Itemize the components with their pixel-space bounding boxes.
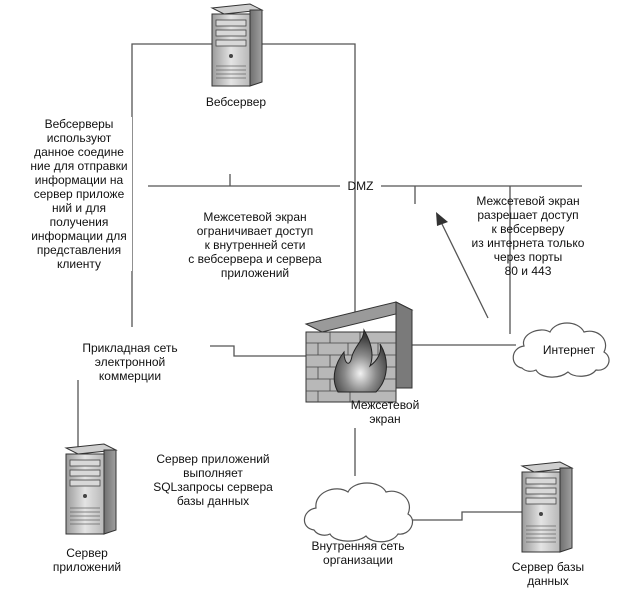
firewall-icon <box>304 301 414 403</box>
db-server-icon <box>520 461 574 553</box>
internet-arrow-line <box>440 221 489 319</box>
internal-to-db <box>408 511 522 521</box>
internet-label: Интернет <box>542 343 596 357</box>
webserver-icon <box>210 3 264 87</box>
web-right-link <box>262 43 356 318</box>
db-server-label: Сервер базы данных <box>511 560 585 588</box>
internal-network-label: Внутренняя сеть организации <box>311 539 405 567</box>
app-server-label: Сервер приложений <box>52 546 122 574</box>
internal-network-cloud-icon <box>303 482 413 543</box>
internet-cloud-icon <box>512 322 610 378</box>
webserver-label: Вебсервер <box>205 95 267 109</box>
firewall-label: Межсетевой экран <box>350 398 420 426</box>
ecommerce-to-firewall <box>210 345 322 357</box>
flame-icon <box>333 328 387 393</box>
app-server-icon <box>64 443 118 535</box>
fw-internet-note: Межсетевой экран разрешает доступ к вебс… <box>471 194 585 278</box>
dmz-label: DMZ <box>347 179 374 193</box>
connection-lines <box>77 43 582 521</box>
arrow-head <box>436 212 448 226</box>
fw-internal-note: Межсетевой экран ограничивает доступ к в… <box>188 210 322 280</box>
app-server-note: Сервер приложений выполняет SQLзапросы с… <box>153 452 273 508</box>
ecommerce-network-label: Прикладная сеть электронной коммерции <box>82 341 178 383</box>
left-note: Вебсерверы используют данное соедине ние… <box>26 117 132 271</box>
web-left-link <box>131 43 212 327</box>
